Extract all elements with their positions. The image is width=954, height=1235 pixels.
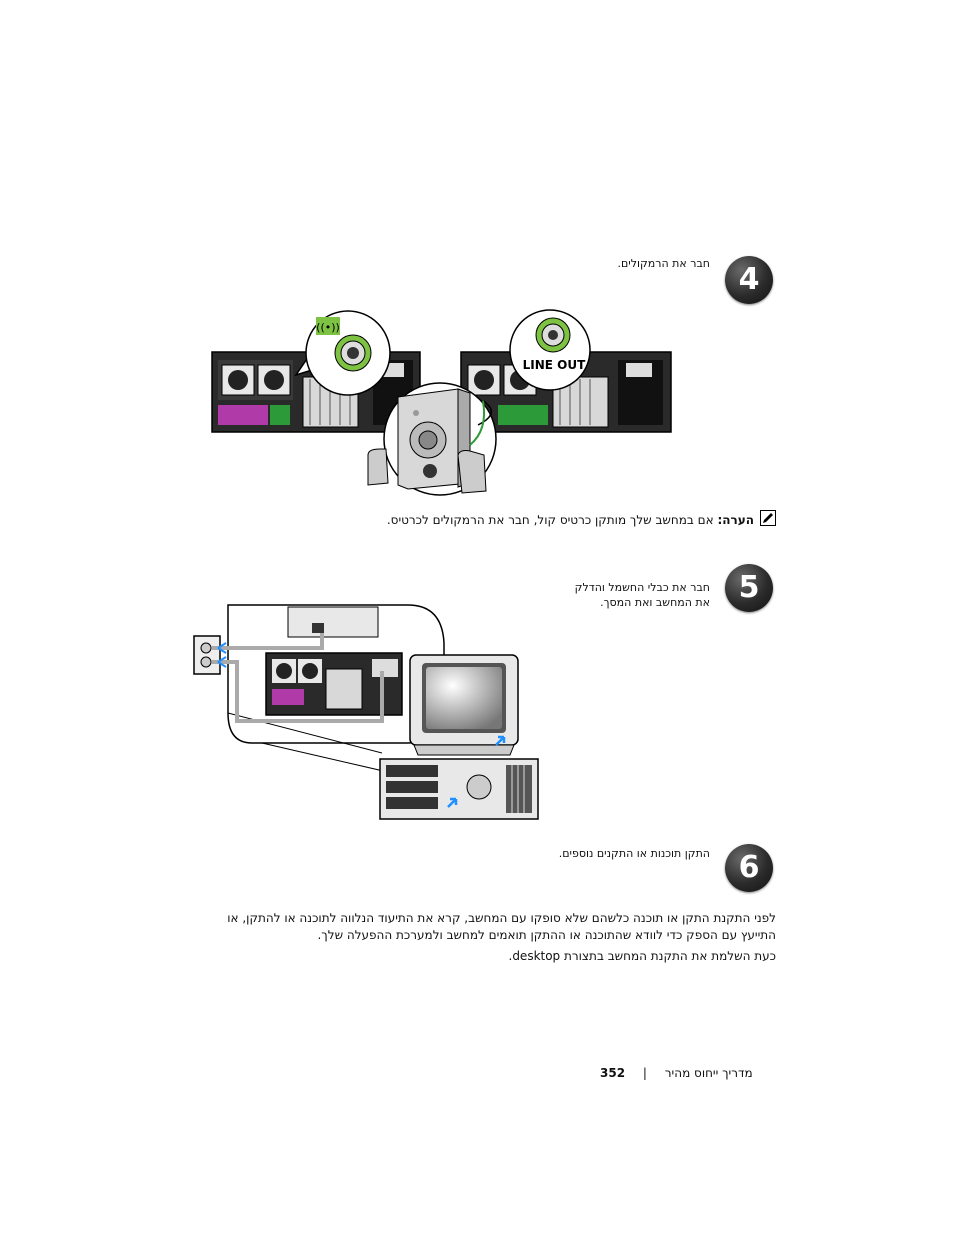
note: הערה: אם במחשב שלך מותקן כרטיס קול, חבר … [334,512,754,529]
speakers-callout [367,382,497,496]
speakers-connection-illustration: ((•)) LINE OUT [211,309,672,496]
footer-separator: | [642,1066,647,1080]
step-5-line-1: חבר את כבלי החשמל והדלק [574,581,710,594]
step-6-text: התקן תוכנות או התקנים נוספים. [558,847,710,860]
monitor [409,654,519,756]
completion-paragraph: כעת השלמת את התקנת המחשב בתצורת desktop. [508,949,776,963]
page-footer: מדריך ייחוס מהיר | 352 [600,1066,776,1080]
line-out-callout: LINE OUT [509,309,591,391]
step-5-number: 5 [725,564,773,612]
note-text: אם במחשב שלך מותקן כרטיס קול, חבר את הרמ… [386,513,714,527]
step-6-number: 6 [725,844,773,892]
wall-outlet [193,635,221,675]
page-number: 352 [600,1066,626,1080]
step-5-line-2: את המחשב ואת המסך. [600,596,710,609]
installation-paragraph: לפני התקנת התקן או תוכנה כלשהם שלא סופקו… [176,910,776,944]
desktop-computer [379,735,539,820]
footer-title: מדריך ייחוס מהיר [664,1066,753,1080]
installation-paragraph-line-1: לפני התקנת התקן או תוכנה כלשהם שלא סופקו… [227,911,776,925]
step-4-text: חבר את הרמקולים. [617,257,710,270]
step-4-number: 4 [725,256,773,304]
svg-text:((•)): ((•)) [316,321,340,334]
installation-paragraph-line-2: התייעץ עם הספק כדי לוודא שהתוכנה או ההתק… [317,928,776,942]
note-pencil-icon [760,510,776,526]
line-out-label: LINE OUT [523,358,586,372]
line-out-icon-callout: ((•)) [294,310,391,396]
step-5-text: חבר את כבלי החשמל והדלק את המחשב ואת המס… [410,580,710,610]
power-connection-illustration [193,604,539,820]
note-label: הערה: [717,513,754,527]
